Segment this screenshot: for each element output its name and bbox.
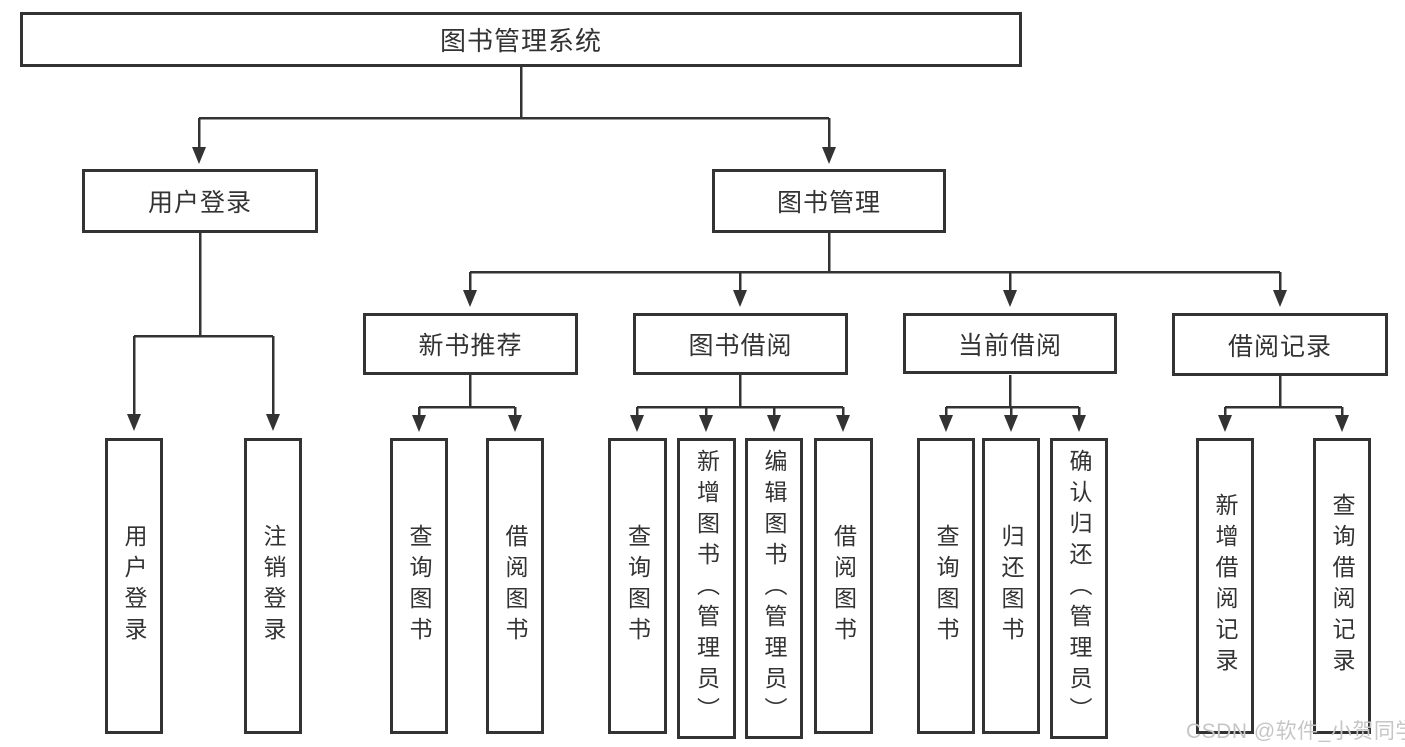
node-label: 归还图书 — [998, 524, 1024, 648]
leaf-query-borrow-record: 查询借阅记录 — [1313, 438, 1371, 734]
node-current-borrow: 当前借阅 — [903, 313, 1117, 374]
connector-borrow-records-to-leaves — [1218, 375, 1349, 432]
leaf-edit-books-admin: 编辑图书（管理员） — [745, 438, 803, 739]
node-label: 当前借阅 — [957, 331, 1062, 360]
node-label: 查询图书 — [624, 524, 651, 648]
leaf-query-books-current: 查询图书 — [917, 438, 975, 734]
leaf-borrow-books-recommend: 借阅图书 — [486, 438, 544, 734]
leaf-borrow-books-borrow: 借阅图书 — [814, 438, 873, 734]
connector-current-borrow-to-leaves — [939, 375, 1086, 432]
node-borrow-records: 借阅记录 — [1172, 313, 1388, 376]
node-label: 借阅记录 — [1227, 332, 1332, 361]
node-label: 编辑图书（管理员） — [761, 449, 787, 728]
node-label: 图书借阅 — [688, 332, 793, 360]
leaf-query-books-recommend: 查询图书 — [390, 438, 448, 734]
leaf-add-books-admin: 新增图书（管理员） — [677, 438, 736, 739]
node-label: 借阅图书 — [830, 524, 857, 648]
node-label: 查询图书 — [933, 524, 959, 648]
node-library-management-system: 图书管理系统 — [20, 12, 1022, 67]
node-label: 确认归还（管理员） — [1066, 449, 1092, 728]
connector-root-to-level2 — [192, 67, 836, 164]
node-label: 新增图书（管理员） — [693, 449, 720, 728]
node-label: 新增借阅记录 — [1212, 493, 1238, 679]
leaf-user-login: 用户登录 — [105, 438, 163, 734]
csdn-watermark: CSDN @软件_小贺同学 — [1186, 720, 1405, 743]
leaf-confirm-return-admin: 确认归还（管理员） — [1050, 438, 1108, 739]
connector-book-management-to-level3 — [463, 233, 1287, 307]
leaf-add-borrow-record: 新增借阅记录 — [1196, 438, 1254, 734]
connector-book-borrow-to-leaves — [630, 375, 850, 432]
leaf-return-books: 归还图书 — [982, 438, 1040, 734]
node-book-borrow: 图书借阅 — [633, 313, 848, 375]
node-label: 用户登录 — [121, 524, 147, 648]
node-user-login: 用户登录 — [82, 169, 318, 233]
node-book-management: 图书管理 — [712, 169, 946, 233]
node-label: 新书推荐 — [418, 332, 523, 360]
node-label: 用户登录 — [147, 189, 252, 217]
node-label: 注销登录 — [260, 524, 286, 648]
node-new-book-recommend: 新书推荐 — [363, 313, 578, 375]
connector-new-book-recommend-to-leaves — [412, 375, 522, 432]
node-label: 查询图书 — [406, 524, 432, 648]
leaf-query-books-borrow: 查询图书 — [608, 438, 667, 734]
leaf-logout-login: 注销登录 — [244, 438, 302, 734]
node-label: 图书管理 — [776, 189, 881, 217]
node-label: 查询借阅记录 — [1329, 493, 1355, 679]
node-label: 图书管理系统 — [439, 26, 602, 56]
node-label: 借阅图书 — [502, 524, 528, 648]
connector-user-login-to-leaves — [127, 233, 280, 431]
